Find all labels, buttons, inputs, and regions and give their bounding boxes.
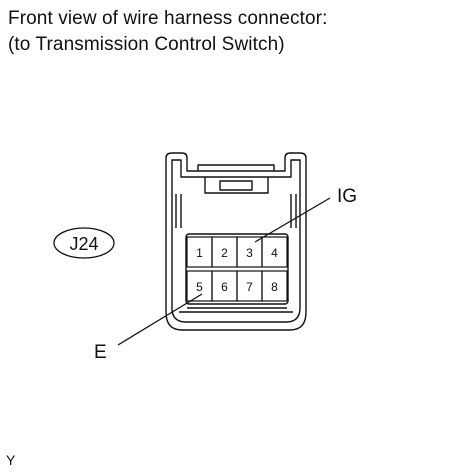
pin-3-label: 3	[246, 246, 253, 260]
ig-callout: IG	[254, 186, 357, 243]
pin-4-label: 4	[271, 246, 278, 260]
connector-code-badge: J24	[53, 227, 115, 259]
connector-housing	[165, 152, 307, 331]
title-line-2: (to Transmission Control Switch)	[8, 34, 285, 55]
e-callout: E	[94, 293, 203, 363]
title-line-1: Front view of wire harness connector:	[8, 8, 328, 29]
connector-code: J24	[69, 234, 98, 254]
pin-8-label: 8	[271, 280, 278, 294]
pin-grid	[186, 236, 288, 302]
pin-2-label: 2	[221, 246, 228, 260]
ig-label: IG	[337, 186, 357, 207]
pin-5-label: 5	[196, 280, 203, 294]
pin-6-label: 6	[221, 280, 228, 294]
figure-code: Y	[6, 452, 16, 468]
e-label: E	[94, 342, 107, 363]
pin-7-label: 7	[246, 280, 253, 294]
pin-1-label: 1	[196, 246, 203, 260]
